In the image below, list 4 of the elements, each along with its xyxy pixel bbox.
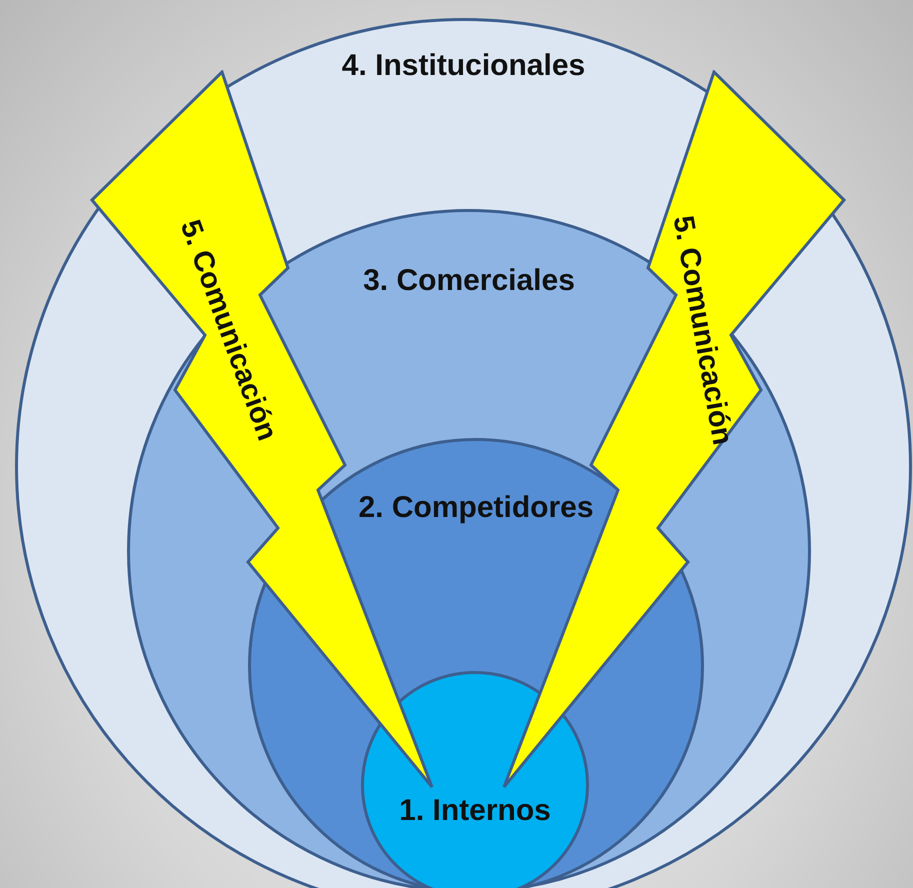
zone-label: 2. Competidores bbox=[358, 491, 594, 524]
zone-label: 1. Internos bbox=[399, 794, 551, 827]
zone-label: 4. Institucionales bbox=[342, 49, 586, 82]
zone-label: 3. Comerciales bbox=[363, 264, 575, 297]
